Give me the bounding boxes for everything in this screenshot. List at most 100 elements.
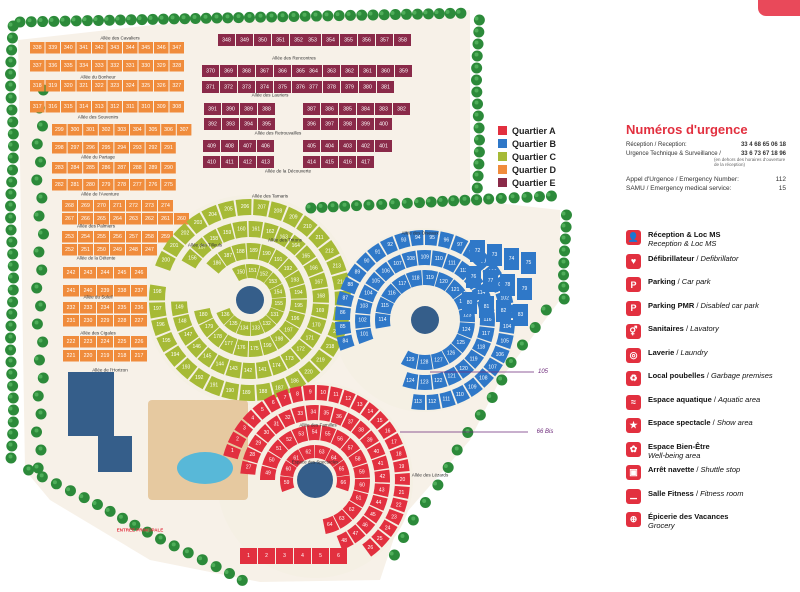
plot-ring-cell — [260, 336, 278, 356]
plot-ring-cell — [262, 451, 281, 469]
plot-ring-cell — [445, 279, 466, 300]
tree-highlight — [93, 16, 98, 21]
plot-quartier-d — [114, 142, 129, 154]
plot-ring-cell — [347, 263, 367, 283]
plot-quartier-b — [500, 274, 515, 296]
plot-number: 141 — [258, 367, 267, 373]
plot-number: 325 — [141, 83, 150, 89]
tree-icon — [473, 26, 485, 38]
plot-ring-cell — [391, 274, 411, 294]
plot-ring-cell — [149, 284, 167, 301]
plot-number: 403 — [343, 144, 352, 150]
service-legend-item: ≈Espace aquatique / Aquatic area — [626, 394, 798, 419]
plot-ring-cell — [355, 327, 374, 344]
tree-highlight — [38, 230, 43, 235]
tree-highlight — [8, 118, 13, 123]
service-legend-item: ⚊Salle Fitness / Fitness room — [626, 488, 798, 513]
plot-quartier-d — [83, 179, 98, 191]
plot-ring-cell — [186, 212, 208, 235]
tree-highlight — [522, 193, 527, 198]
tree-icon — [7, 296, 19, 308]
wellbeing-icon: ✿ — [626, 441, 641, 457]
plot-ring-cell — [315, 445, 331, 461]
plot-number: 192 — [195, 375, 204, 381]
plot-ring-cell — [331, 429, 350, 449]
plot-ring-cell — [236, 320, 250, 336]
plot-number: 196 — [156, 322, 165, 328]
plot-ring-cell — [402, 372, 419, 390]
plot-quartier-b — [479, 296, 494, 318]
plot-number: 195 — [162, 338, 171, 344]
plot-ring-cell — [201, 204, 222, 226]
plot-quartier-d — [52, 162, 67, 174]
plot-number: 291 — [164, 145, 173, 151]
tree-highlight — [8, 370, 13, 375]
tree-icon — [472, 170, 484, 182]
plot-number: 118 — [477, 344, 485, 350]
plot-quartier-d — [145, 124, 161, 136]
plot-number: 104 — [503, 324, 512, 330]
plot-ring-cell — [348, 449, 368, 468]
tree-highlight — [34, 248, 39, 253]
plot-ring-cell — [335, 321, 352, 336]
service-legend-item: ♥Défibrillateur / Defibrillator — [626, 253, 798, 278]
tech-row: Urgence Technique & Surveillance / 33 6 … — [626, 150, 786, 159]
tree-icon — [6, 236, 18, 248]
plot-quartier-d — [114, 336, 130, 348]
tree-highlight — [426, 198, 431, 203]
plot-quartier-e — [375, 140, 392, 152]
plot-quartier-e — [339, 140, 356, 152]
plot-number: 407 — [243, 144, 252, 150]
plot-number: 306 — [164, 127, 173, 133]
plot-ring-cell — [360, 402, 379, 421]
plot-number: 191 — [274, 257, 283, 263]
plot-number: 217 — [135, 353, 144, 359]
plot-quartier-d — [161, 162, 176, 174]
tree-highlight — [132, 521, 137, 526]
plot-ring-cell — [204, 375, 225, 397]
plot-ring-cell — [178, 326, 199, 346]
plot-ring-cell — [305, 405, 319, 421]
plot-number: 232 — [67, 305, 76, 311]
tree-highlight — [8, 418, 13, 423]
defibrillator-icon: ♥ — [626, 253, 641, 269]
plot-ring-cell — [258, 244, 276, 264]
plot-number: 108 — [407, 256, 416, 262]
tree-highlight — [354, 202, 359, 207]
plot-number: 340 — [64, 45, 73, 51]
plot-number: 166 — [310, 266, 319, 272]
plot-ring-cell — [333, 459, 350, 477]
plot-number: 366 — [278, 69, 287, 75]
plot-number: 409 — [207, 144, 216, 150]
plot-number: 176 — [237, 345, 246, 351]
plot-quartier-d — [78, 244, 93, 256]
plot-ring-cell — [289, 386, 304, 404]
plot-quartier-e — [240, 118, 257, 130]
tree-highlight — [34, 140, 39, 145]
tree-highlight — [192, 14, 197, 19]
plot-quartier-e — [240, 103, 257, 115]
plot-ring-cell — [451, 333, 471, 354]
plot-number: 21 — [399, 490, 405, 496]
plot-quartier-d — [145, 142, 161, 154]
tree-highlight — [366, 201, 371, 206]
plot-ring-cell — [336, 290, 355, 307]
service-label-fr: Défibrillateur — [648, 253, 695, 263]
plot-quartier-d — [114, 302, 130, 314]
plot-number: 214 — [337, 280, 346, 286]
plot-number: 77 — [488, 278, 494, 284]
plot-number: 300 — [71, 127, 80, 133]
plot-number: 275 — [164, 182, 173, 188]
plot-quartier-e — [358, 34, 375, 46]
plot-quartier-d — [67, 179, 83, 191]
plot-ring-cell — [291, 405, 307, 423]
plot-quartier-e — [292, 65, 309, 77]
plot-ring-cell — [319, 405, 334, 422]
tree-highlight — [27, 18, 32, 23]
plot-number: 378 — [327, 85, 336, 91]
tree-highlight — [414, 199, 419, 204]
plot-ring-cell — [464, 349, 485, 369]
plot-quartier-b — [521, 252, 536, 274]
